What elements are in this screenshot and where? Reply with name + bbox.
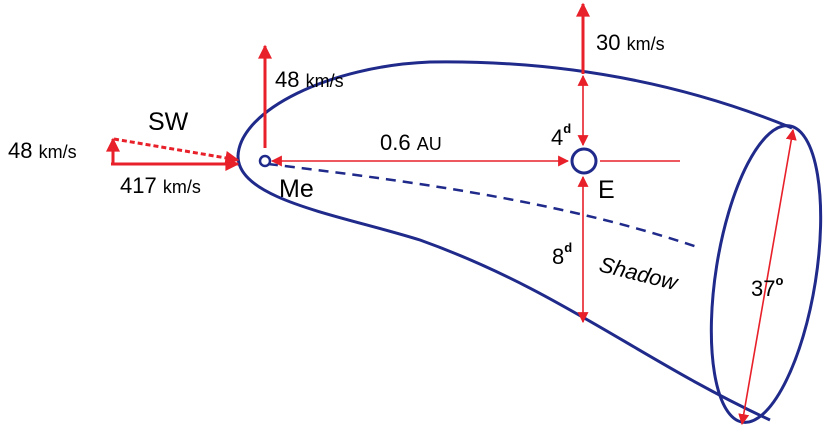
sw-resultant-arrow xyxy=(113,137,240,165)
sw-lateral-speed: 48 km/s xyxy=(8,138,77,163)
sw-radial-speed: 417 km/s xyxy=(120,173,201,198)
mercury-speed: 48 km/s xyxy=(275,67,344,92)
earth-marker xyxy=(570,147,598,175)
earth-speed: 30 km/s xyxy=(596,30,665,55)
cone-cross-section xyxy=(709,124,823,424)
cone-angle-arrow xyxy=(738,128,797,426)
shadow-label: Shadow xyxy=(597,252,682,296)
interaction-region-outline xyxy=(236,60,793,422)
earth-label: E xyxy=(598,176,615,204)
time-after-label: 8d xyxy=(552,240,572,269)
cone-angle-label: 37o xyxy=(751,273,783,301)
sw-label: SW xyxy=(148,108,189,136)
mercury-marker xyxy=(258,154,272,168)
shadow-line xyxy=(267,162,701,250)
distance-label: 0.6 AU xyxy=(380,130,442,155)
time-before-label: 4d xyxy=(551,121,571,150)
mercury-label: Me xyxy=(279,175,314,203)
